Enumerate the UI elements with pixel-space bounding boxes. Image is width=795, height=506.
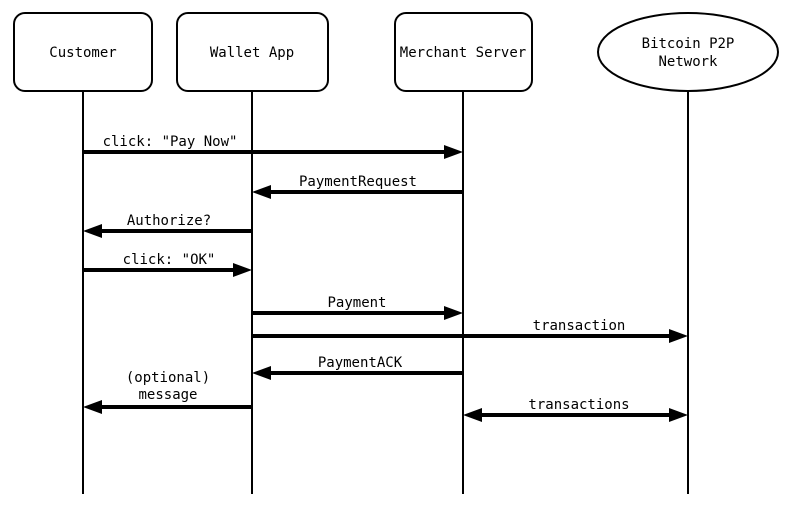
arrowhead-right-icon	[669, 408, 688, 422]
participant-customer: Customer	[13, 12, 153, 92]
message-label: Payment	[327, 295, 386, 311]
message-label-line2: message	[138, 387, 197, 403]
message-label: transactions	[528, 397, 629, 413]
message-label: Authorize?	[127, 213, 211, 229]
message-payment-request: PaymentRequest	[252, 174, 463, 199]
arrowhead-left-icon	[463, 408, 482, 422]
message-optional-message: (optional) message	[83, 370, 252, 414]
arrowhead-left-icon	[252, 185, 271, 199]
participant-label: Merchant Server	[400, 45, 526, 61]
message-payment: Payment	[252, 295, 463, 320]
message-label: transaction	[533, 318, 626, 334]
message-label: click: "OK"	[123, 252, 216, 268]
participant-merchant-server: Merchant Server	[394, 12, 533, 92]
arrowhead-left-icon	[83, 400, 102, 414]
message-label: PaymentACK	[318, 355, 403, 371]
merchant-server-box	[394, 12, 533, 92]
message-label: PaymentRequest	[299, 174, 417, 190]
participant-wallet-app: Wallet App	[176, 12, 329, 92]
message-label-line1: (optional)	[126, 370, 210, 386]
arrowhead-right-icon	[444, 145, 463, 159]
message-transactions: transactions	[463, 397, 688, 422]
participant-label-line1: Bitcoin P2P	[642, 36, 735, 52]
message-label: click: "Pay Now"	[103, 134, 238, 150]
participant-label-line2: Network	[658, 54, 718, 70]
arrowhead-right-icon	[669, 329, 688, 343]
bitcoin-p2p-network-ellipse	[597, 12, 779, 92]
arrowhead-right-icon	[444, 306, 463, 320]
message-payment-ack: PaymentACK	[252, 355, 463, 380]
participant-label: Wallet App	[210, 45, 294, 61]
message-click-ok: click: "OK"	[83, 252, 252, 277]
arrowhead-left-icon	[83, 224, 102, 238]
message-click-pay-now: click: "Pay Now"	[83, 134, 463, 159]
lifelines	[82, 91, 689, 494]
participant-label: Customer	[49, 45, 116, 61]
message-transaction: transaction	[252, 318, 688, 343]
arrowhead-left-icon	[252, 366, 271, 380]
customer-box	[13, 12, 153, 92]
message-authorize: Authorize?	[83, 213, 252, 238]
wallet-app-box	[176, 12, 329, 92]
arrowhead-right-icon	[233, 263, 252, 277]
participant-bitcoin-p2p-network: Bitcoin P2P Network	[597, 12, 779, 92]
